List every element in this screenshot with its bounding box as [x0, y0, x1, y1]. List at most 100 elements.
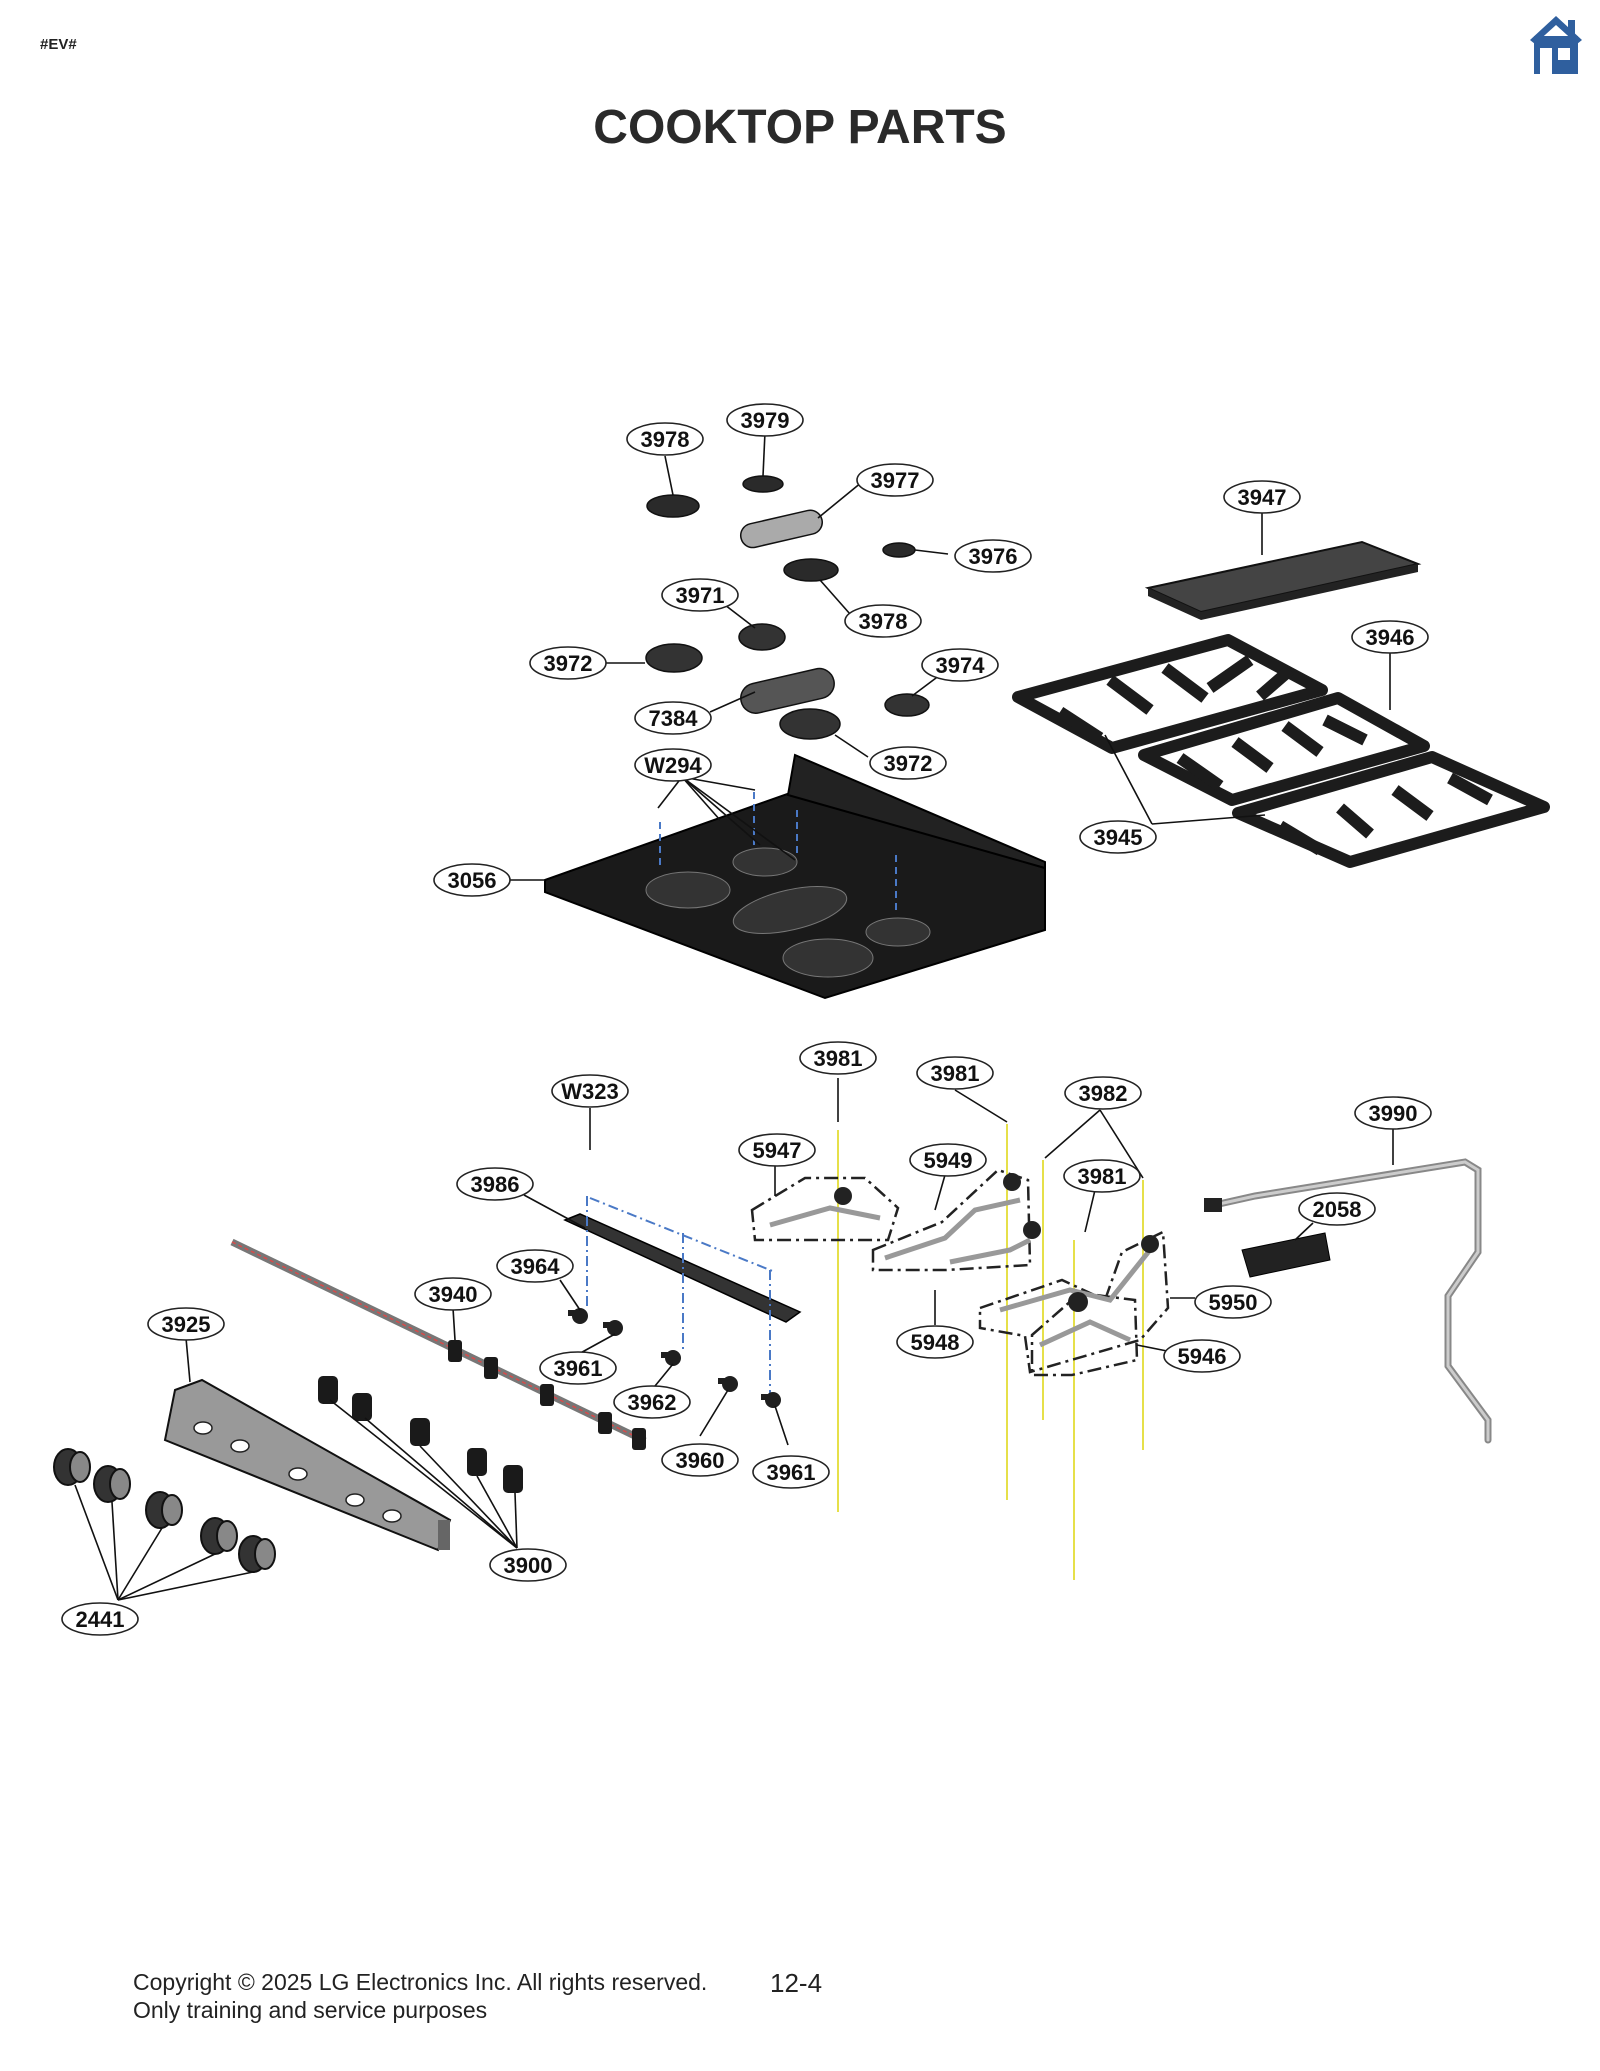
callout-label: 5950	[1209, 1290, 1258, 1315]
burner-cap-right-rear	[783, 558, 839, 582]
callout-2058: 2058	[1298, 1192, 1376, 1226]
callout-label: 3945	[1094, 825, 1143, 850]
callout-3986: 3986	[456, 1167, 534, 1201]
callout-label: 5948	[911, 1330, 960, 1355]
burner-head-front	[779, 708, 841, 740]
control-knobs	[53, 1448, 276, 1573]
burner-cap-left-rear	[646, 494, 700, 518]
callout-label: 3946	[1366, 625, 1415, 650]
callout-label: 5946	[1178, 1344, 1227, 1369]
burner-orifices	[834, 1173, 1159, 1312]
callout-label: 3978	[859, 609, 908, 634]
callout-3979: 3979	[726, 403, 804, 437]
callout-5946: 5946	[1163, 1339, 1241, 1373]
callout-3971: 3971	[661, 578, 739, 612]
copyright-line-1: Copyright © 2025 LG Electronics Inc. All…	[133, 1969, 708, 1995]
callout-3974: 3974	[921, 648, 999, 682]
oval-burner-cap	[739, 509, 823, 549]
callout-label: 3972	[544, 651, 593, 676]
callout-3978-b: 3978	[844, 604, 922, 638]
callout-3946: 3946	[1351, 620, 1429, 654]
callout-label: 3962	[628, 1390, 677, 1415]
callout-3962: 3962	[613, 1385, 691, 1419]
supply-pipe-fitting	[1204, 1198, 1222, 1212]
oval-burner-head	[740, 667, 835, 714]
page-number: 12-4	[770, 1968, 823, 1998]
callout-label: 3961	[554, 1356, 603, 1381]
callout-label: 2058	[1313, 1197, 1362, 1222]
callout-label: W323	[561, 1079, 618, 1104]
callout-5949: 5949	[909, 1143, 987, 1177]
callout-label: 3925	[162, 1312, 211, 1337]
callout-3978-a: 3978	[626, 422, 704, 456]
callout-3981-c: 3981	[1063, 1159, 1141, 1193]
callout-label: 3981	[931, 1061, 980, 1086]
callout-3972-a: 3972	[529, 646, 607, 680]
home-icon[interactable]	[1530, 14, 1582, 76]
callout-3945: 3945	[1079, 820, 1157, 854]
regulator	[1241, 1232, 1331, 1278]
callout-label: 3961	[767, 1460, 816, 1485]
callout-label: 3978	[641, 427, 690, 452]
callout-5947: 5947	[738, 1133, 816, 1167]
callout-3964: 3964	[496, 1249, 574, 1283]
document-tag: #EV#	[40, 36, 77, 53]
callout-3960: 3960	[661, 1443, 739, 1477]
page-title: COOKTOP PARTS	[593, 101, 1007, 154]
callout-3900: 3900	[489, 1548, 567, 1582]
callout-label: 3986	[471, 1172, 520, 1197]
callout-3990: 3990	[1354, 1096, 1432, 1130]
burner-tubes	[769, 1197, 1152, 1348]
gas-supply-pipe	[1206, 1158, 1492, 1444]
cooktop-main-top	[544, 753, 1046, 1000]
burner-head	[738, 623, 786, 651]
callout-3940: 3940	[414, 1277, 492, 1311]
gas-valves	[568, 1308, 781, 1408]
callout-2441: 2441	[61, 1602, 139, 1636]
callout-label: 3056	[448, 868, 497, 893]
callout-3961-a: 3961	[539, 1351, 617, 1385]
callout-5950: 5950	[1194, 1285, 1272, 1319]
copyright-line-2: Only training and service purposes	[133, 1997, 488, 2023]
callout-3977: 3977	[856, 463, 934, 497]
callout-label: 3960	[676, 1448, 725, 1473]
callout-5948: 5948	[896, 1325, 974, 1359]
callout-label: 3976	[969, 544, 1018, 569]
callout-label: 2441	[76, 1607, 125, 1632]
callout-label: 3964	[511, 1254, 561, 1279]
callout-3947: 3947	[1223, 480, 1301, 514]
burner-head-right-small	[884, 693, 930, 717]
callout-label: 3981	[1078, 1164, 1127, 1189]
callout-3961-b: 3961	[752, 1455, 830, 1489]
control-panel	[163, 1378, 452, 1552]
leader-lines	[74, 431, 1394, 1601]
callout-3925: 3925	[147, 1307, 225, 1341]
callout-label: 3972	[884, 751, 933, 776]
callout-label: 3974	[936, 653, 986, 678]
burner-head-left	[645, 643, 703, 673]
callout-label: W294	[644, 753, 702, 778]
callout-label: 3900	[504, 1553, 553, 1578]
callout-W323: W323	[551, 1074, 629, 1108]
callout-label: 3990	[1369, 1101, 1418, 1126]
callout-label: 3981	[814, 1046, 863, 1071]
knob-bezels	[318, 1376, 523, 1493]
burner-cap-right-small	[882, 542, 916, 558]
callout-label: 3947	[1238, 485, 1287, 510]
callout-3981-b: 3981	[916, 1056, 994, 1090]
burner-grates	[1012, 634, 1550, 868]
callout-label: 5947	[753, 1138, 802, 1163]
callout-3976: 3976	[954, 539, 1032, 573]
valve-bracket	[563, 1196, 802, 1400]
griddle-plate	[1144, 540, 1422, 620]
callout-7384: 7384	[634, 701, 712, 735]
callout-3982: 3982	[1064, 1076, 1142, 1110]
burner-cap-small	[742, 475, 784, 493]
callout-label: 5949	[924, 1148, 973, 1173]
manifold-pipe	[230, 1238, 647, 1450]
callout-3972-b: 3972	[869, 746, 947, 780]
callout-label: 3979	[741, 408, 790, 433]
callout-W294: W294	[634, 748, 712, 782]
callout-label: 3977	[871, 468, 920, 493]
copyright-notice: Copyright © 2025 LG Electronics Inc. All…	[133, 1968, 707, 2024]
